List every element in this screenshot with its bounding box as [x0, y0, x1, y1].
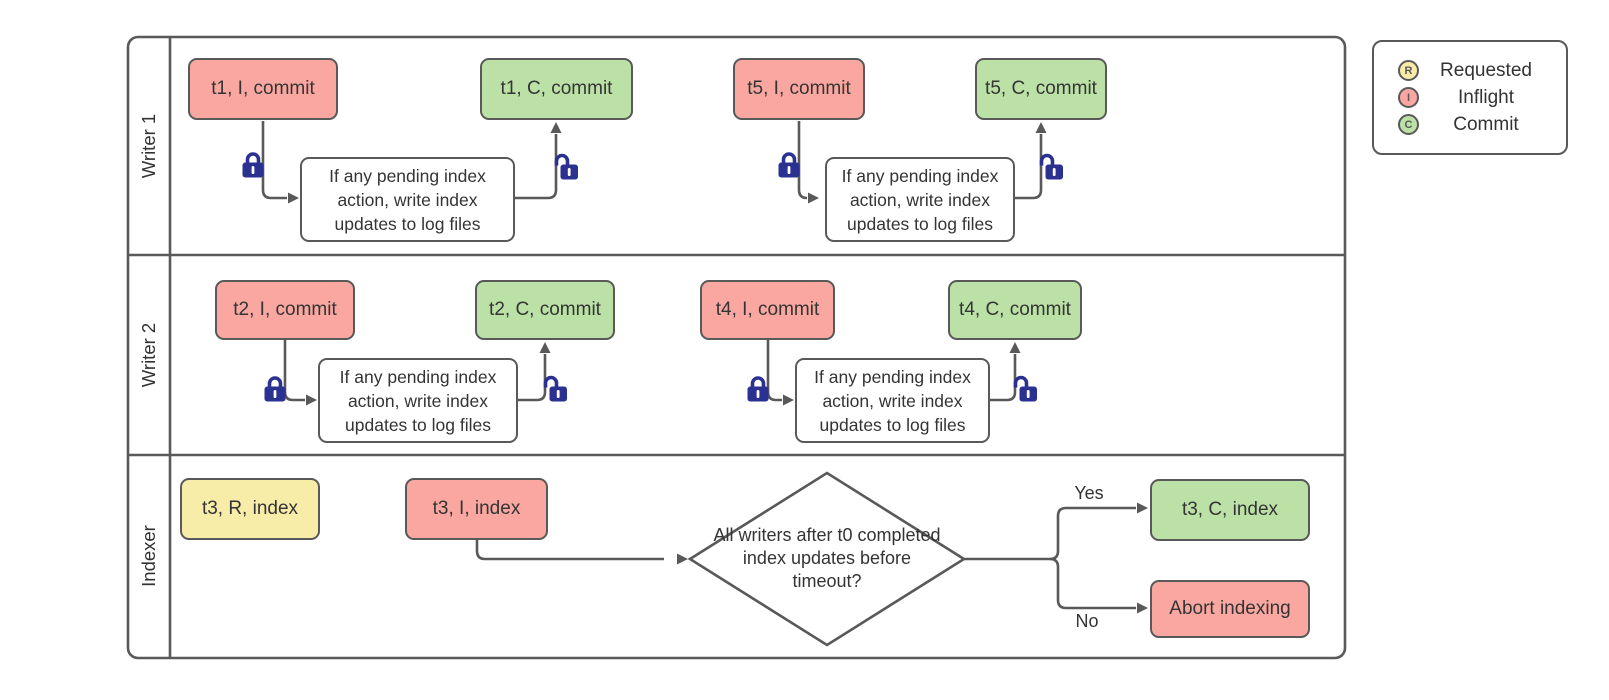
connector-process-to-t5-commit: [1015, 134, 1043, 200]
legend-row-requested: R Requested: [1398, 60, 1566, 82]
connector-t1-inflight-to-process: [261, 121, 287, 200]
legend-label-commit: Commit: [1453, 113, 1519, 135]
lock-open-icon: [542, 374, 568, 403]
connector-t3-inflight-to-decision: [475, 540, 664, 561]
lock-open-icon: [1012, 374, 1038, 403]
lane-label-writer1: Writer 1: [138, 113, 159, 179]
connector-no-branch: [1049, 557, 1136, 610]
lock-closed-icon: [745, 374, 771, 403]
inflight-state-icon: I: [1398, 87, 1419, 108]
node-t1-inflight[interactable]: t1, I, commit: [188, 58, 338, 120]
lock-closed-icon: [240, 150, 266, 179]
node-t2-inflight[interactable]: t2, I, commit: [215, 280, 355, 340]
node-writer1-process-a[interactable]: If any pending index action, write index…: [300, 157, 515, 242]
node-abort-indexing[interactable]: Abort indexing: [1150, 580, 1310, 638]
node-writer2-process-b[interactable]: If any pending index action, write index…: [795, 358, 990, 443]
lane-label-indexer: Indexer: [138, 525, 159, 587]
decision-text: All writers after t0 completed index upd…: [713, 525, 941, 591]
arrowheads: [288, 122, 1148, 614]
node-t5-commit[interactable]: t5, C, commit: [975, 58, 1107, 120]
connector-process-to-t2-commit: [518, 354, 547, 402]
node-t5-inflight[interactable]: t5, I, commit: [733, 58, 865, 120]
lock-closed-icon: [776, 150, 802, 179]
swimlane-frame: [126, 35, 1347, 660]
requested-state-icon: R: [1398, 60, 1419, 81]
lane-label-writer2: Writer 2: [138, 322, 159, 388]
legend: R Requested I Inflight C Commit: [1372, 40, 1568, 155]
legend-row-commit: C Commit: [1398, 114, 1566, 136]
connector-t5-inflight-to-process: [797, 121, 808, 200]
node-t3-requested[interactable]: t3, R, index: [180, 478, 320, 540]
connector-process-to-t4-commit: [990, 354, 1017, 402]
yes-branch-label: Yes: [1074, 483, 1104, 503]
legend-label-inflight: Inflight: [1458, 86, 1514, 108]
legend-row-inflight: I Inflight: [1398, 87, 1566, 109]
connector-process-to-t1-commit: [515, 134, 558, 200]
lock-open-icon: [1038, 152, 1064, 181]
lock-open-icon: [553, 152, 579, 181]
legend-label-requested: Requested: [1440, 59, 1532, 81]
node-t4-inflight[interactable]: t4, I, commit: [700, 280, 835, 340]
commit-state-icon: C: [1398, 114, 1419, 135]
node-writer2-process-a[interactable]: If any pending index action, write index…: [318, 358, 518, 443]
connector-yes-branch: [1049, 506, 1136, 561]
node-t1-commit[interactable]: t1, C, commit: [480, 58, 633, 120]
node-t3-commit[interactable]: t3, C, index: [1150, 479, 1310, 541]
lock-closed-icon: [262, 374, 288, 403]
node-writer1-process-b[interactable]: If any pending index action, write index…: [825, 157, 1015, 242]
node-t3-inflight[interactable]: t3, I, index: [405, 478, 548, 540]
no-branch-label: No: [1075, 611, 1099, 631]
connector-t2-inflight-to-process: [283, 340, 305, 402]
node-t4-commit[interactable]: t4, C, commit: [948, 280, 1082, 340]
decision-diamond[interactable]: [687, 471, 967, 647]
node-t2-commit[interactable]: t2, C, commit: [475, 280, 615, 340]
